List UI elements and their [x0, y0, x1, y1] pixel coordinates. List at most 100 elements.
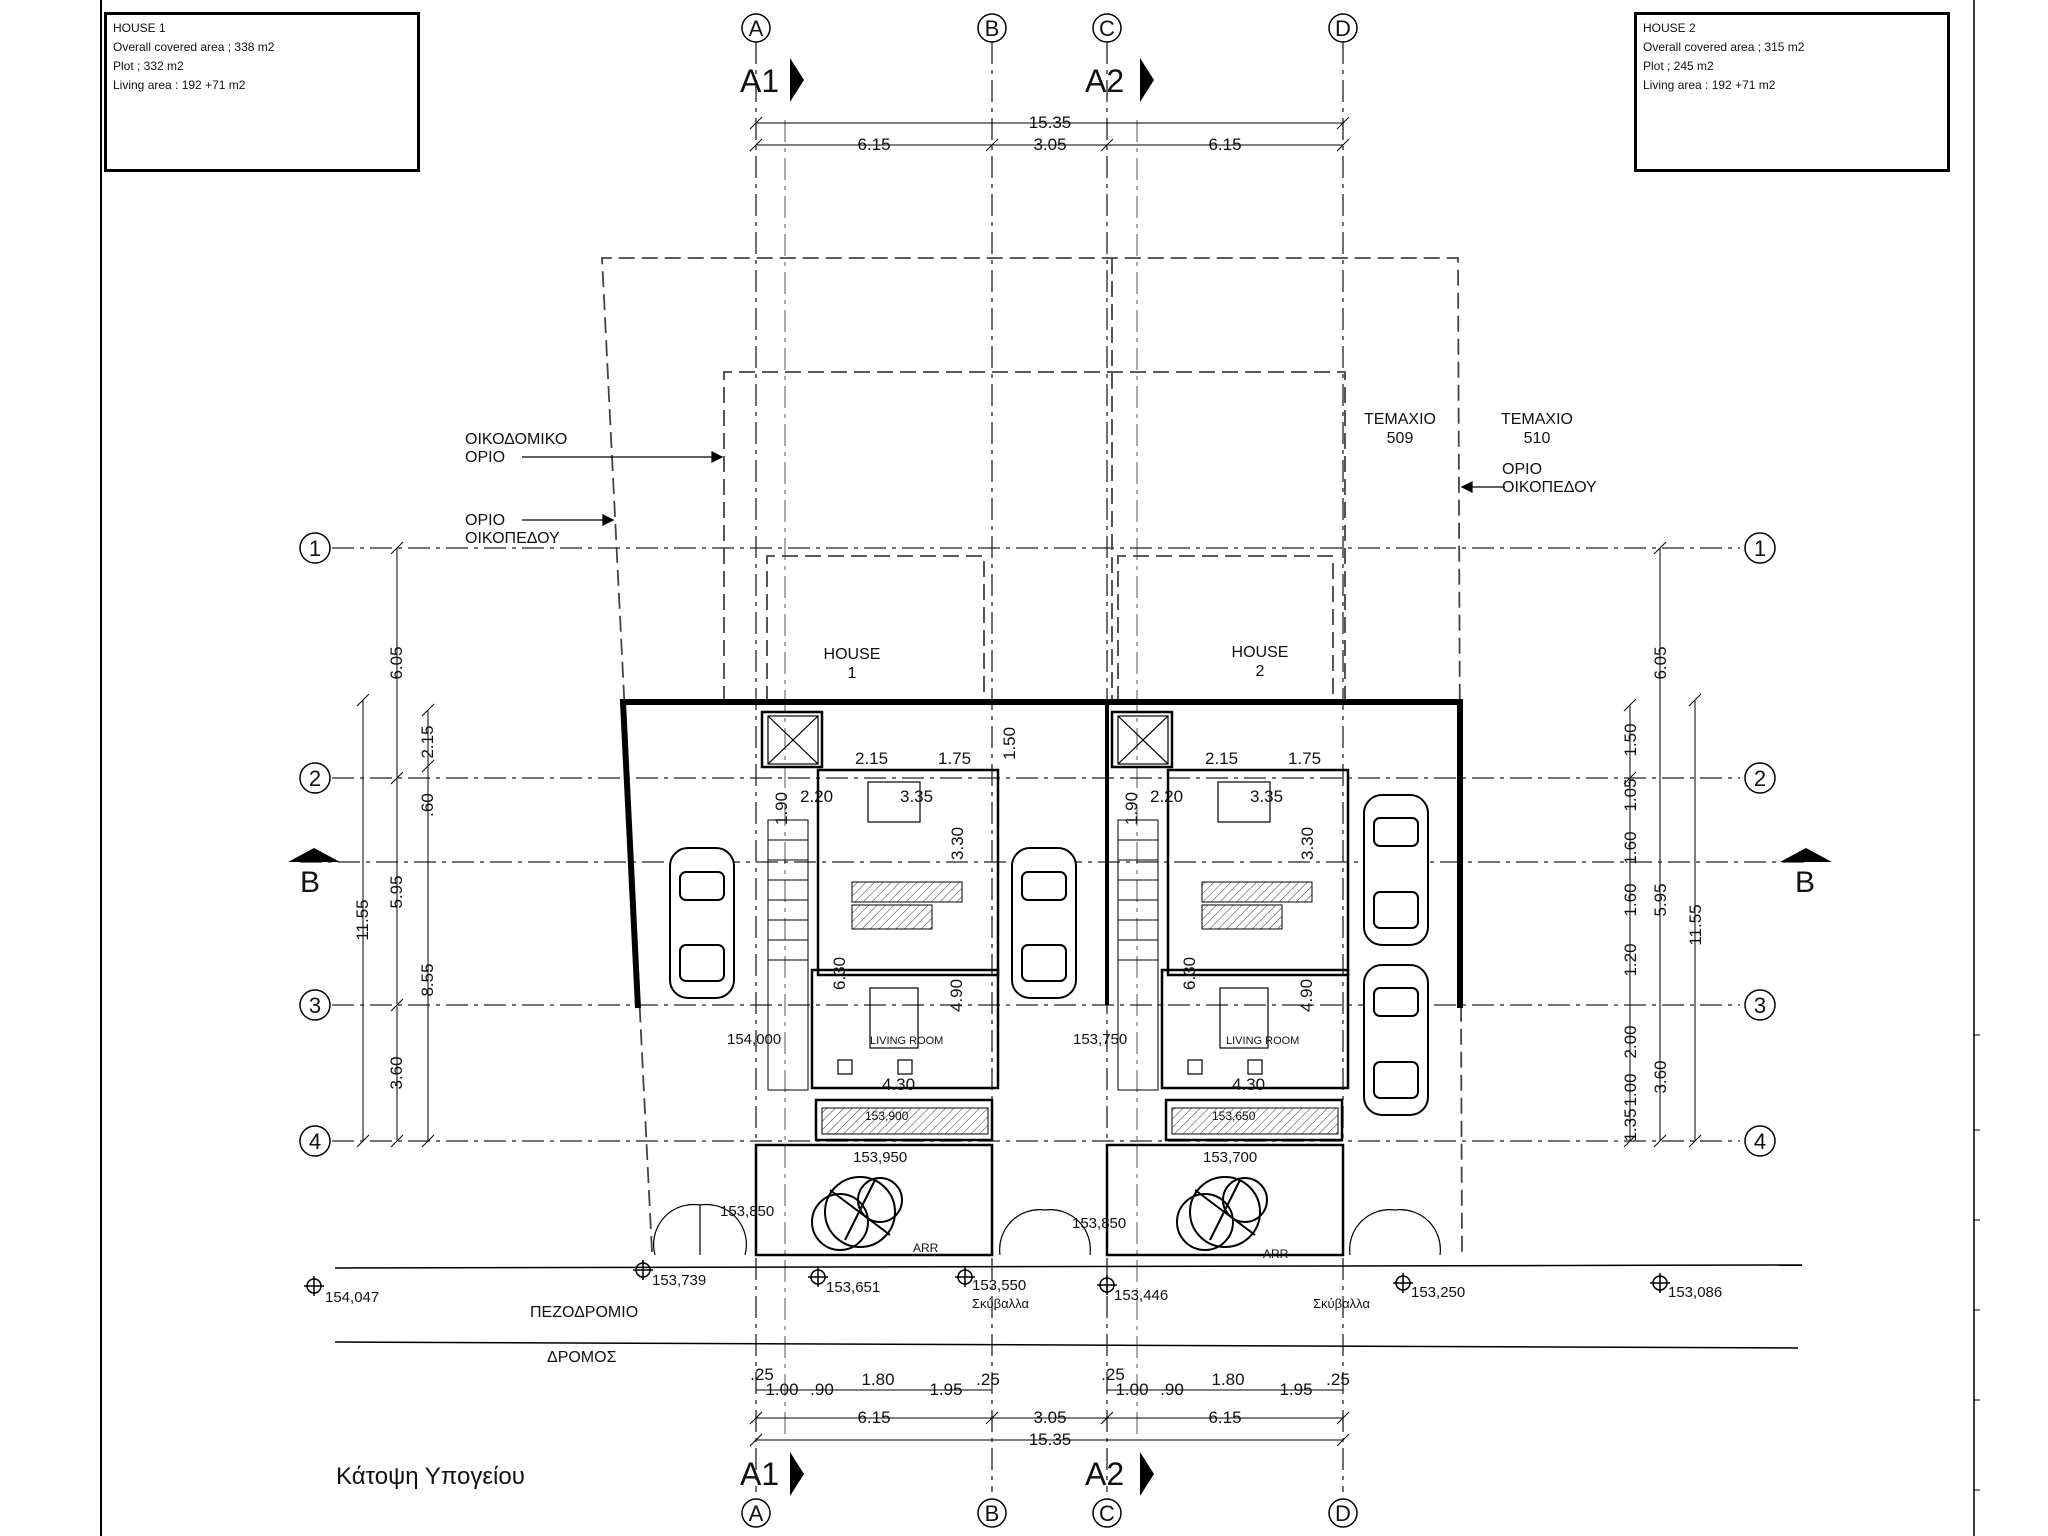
room-dimension-labels: 2.15 1.75 1.50 2.20 3.35 3.30 1.90 6.30 … [772, 727, 1321, 1094]
room-dim-215-h1: 2.15 [855, 749, 888, 768]
room-dim-220-h1: 2.20 [800, 787, 833, 806]
room-dim-490-h1: 4.90 [947, 979, 966, 1012]
room-dim-430-h1: 4.30 [882, 1075, 915, 1094]
grid-bubble-b-top [977, 13, 1007, 43]
left-dimension-labels: 6.05 5.95 3.60 11.55 2.15 .60 8.55 [353, 646, 437, 1089]
dim-bottom-a-right: .25 [1101, 1365, 1125, 1384]
section-b-left-arrow [288, 848, 340, 862]
dim-right-h: 1.35 [1621, 1108, 1640, 1141]
plot-510-label-1: ΤΕΜΑΧΙΟ [1501, 411, 1573, 428]
right-dimension-labels: 6.05 5.95 3.60 11.55 1.50 1.05 1.60 1.60… [1621, 646, 1705, 1141]
dim-middle-bay-top: 3.05 [1033, 135, 1066, 154]
level-154000: 154,000 [727, 1031, 781, 1048]
grid-label-a-bottom: A [749, 1501, 764, 1526]
section-a2-top-label: A2 [1085, 63, 1124, 99]
dim-bottom-d-right: 1.80 [1211, 1370, 1244, 1389]
dim-row-3-4-right: 3.60 [1651, 1060, 1670, 1093]
house2-info-living: Living area : 192 +71 m2 [1643, 78, 1776, 92]
car-icon [669, 847, 735, 999]
dim-bottom-a2-right: .25 [1326, 1370, 1350, 1389]
level-153700: 153,700 [1203, 1149, 1257, 1166]
dim-row-total-left: 11.55 [353, 899, 372, 940]
section-a1-top-arrow [790, 58, 804, 102]
level-markers [304, 1260, 1670, 1296]
car-icon [1363, 794, 1429, 946]
car-icons [669, 794, 1429, 1116]
house2-label-1: HOUSE [1232, 644, 1289, 661]
room-dim-490-h2: 4.90 [1297, 979, 1316, 1012]
grid-axes [300, 42, 1810, 1492]
level-labels: 154,047 153,739 153,651 153,550 153,446 … [325, 1031, 1722, 1306]
grid-label-4-right: 4 [1754, 1129, 1766, 1154]
dim-right-bay-bottom: 6.15 [1208, 1408, 1241, 1427]
grid-bubbles [299, 13, 1776, 1528]
plot-limit-label-left-2: ΟΙΚΟΠΕΔΟΥ [465, 530, 560, 547]
house2-label-2: 2 [1256, 663, 1265, 680]
grid-bubble-d-top [1328, 13, 1358, 43]
grid-label-2-left: 2 [309, 766, 321, 791]
left-dimensions [356, 541, 435, 1148]
dim-bottom-c-right: .90 [1160, 1380, 1184, 1399]
level-153900: 153,900 [865, 1109, 909, 1123]
dim-right-d: 1.60 [1621, 883, 1640, 916]
level-153850-b: 153,850 [1072, 1215, 1126, 1232]
drawing-frame [100, 0, 1980, 1536]
top-dimension-labels: 15.35 6.15 3.05 6.15 [857, 113, 1241, 154]
dim-row-total-right: 11.55 [1686, 904, 1705, 945]
limit-leaders [522, 451, 1505, 526]
grid-label-a-top: A [749, 16, 764, 41]
top-dimensions [749, 116, 1350, 152]
room-dim-630-h2: 6.30 [1180, 957, 1199, 990]
room-dim-330-h2: 3.30 [1298, 827, 1317, 860]
grid-bubble-a-bottom [741, 1498, 771, 1528]
room-dim-220-h2: 2.20 [1150, 787, 1183, 806]
grid-bubble-3-right [1744, 989, 1776, 1021]
dim-row-3-4-left: 3.60 [387, 1056, 406, 1089]
tree-icons [811, 1176, 1268, 1251]
sidewalk-label: ΠΕΖΟΔΡΟΜΙΟ [530, 1304, 638, 1321]
house1-info-living: Living area : 192 +71 m2 [113, 78, 246, 92]
grid-bubble-2-left [299, 762, 331, 794]
dim-right-e: 1.20 [1621, 943, 1640, 976]
section-b-right-label: B [1795, 866, 1815, 899]
dim-right-c: 1.60 [1621, 831, 1640, 864]
road-label: ΔΡΟΜΟΣ [547, 1349, 617, 1366]
grid-bubble-c-bottom [1092, 1498, 1122, 1528]
plan-title: Κάτοψη Υπογείου [336, 1463, 525, 1490]
section-a2-bottom-arrow [1140, 1452, 1154, 1496]
section-b-left-label: B [300, 866, 320, 899]
level-153739: 153,739 [652, 1272, 706, 1289]
section-a1-bottom-label: A1 [740, 1456, 779, 1492]
dim-right-bay-top: 6.15 [1208, 135, 1241, 154]
dim-overall-top: 15.35 [1029, 113, 1072, 132]
tree-icon [811, 1176, 903, 1251]
section-a2-top-arrow [1140, 58, 1154, 102]
section-b-right-arrow [1780, 848, 1832, 862]
dim-bottom-e-left: 1.95 [929, 1380, 962, 1399]
plot-limit-label-left-1: ΟΡΙΟ [465, 512, 505, 529]
section-a2-bottom-label: A2 [1085, 1456, 1124, 1492]
grid-label-d-top: D [1335, 16, 1351, 41]
plot-509-label-1: ΤΕΜΑΧΙΟ [1364, 411, 1436, 428]
dim-row-2-4-right: 5.95 [1651, 883, 1670, 916]
car-icon [1011, 847, 1077, 999]
tree-icon [1176, 1176, 1268, 1251]
room-dim-630-h1: 6.30 [830, 957, 849, 990]
house2-info-plot: Plot ; 245 m2 [1643, 59, 1714, 73]
grid-bubble-4-left [299, 1125, 331, 1157]
grid-bubble-d-bottom [1328, 1498, 1358, 1528]
level-153750: 153,750 [1073, 1031, 1127, 1048]
house2-info-box: HOUSE 2 Overall covered area ; 315 m2 Pl… [1634, 12, 1950, 172]
level-153651: 153,651 [826, 1279, 880, 1296]
bins-label-1: Σκύβαλλα [972, 1296, 1029, 1311]
dim-row-1-2-left: 6.05 [387, 646, 406, 679]
level-153086: 153,086 [1668, 1284, 1722, 1301]
dim-bottom-a-left: .25 [750, 1365, 774, 1384]
level-153446: 153,446 [1114, 1287, 1168, 1304]
grid-label-1-left: 1 [309, 536, 321, 561]
dim-bottom-b-right: 1.00 [1115, 1380, 1148, 1399]
house1-info-box: HOUSE 1 Overall covered area ; 338 m2 Pl… [104, 12, 420, 172]
building-walls [619, 699, 1463, 1009]
grid-label-c-top: C [1099, 16, 1115, 41]
